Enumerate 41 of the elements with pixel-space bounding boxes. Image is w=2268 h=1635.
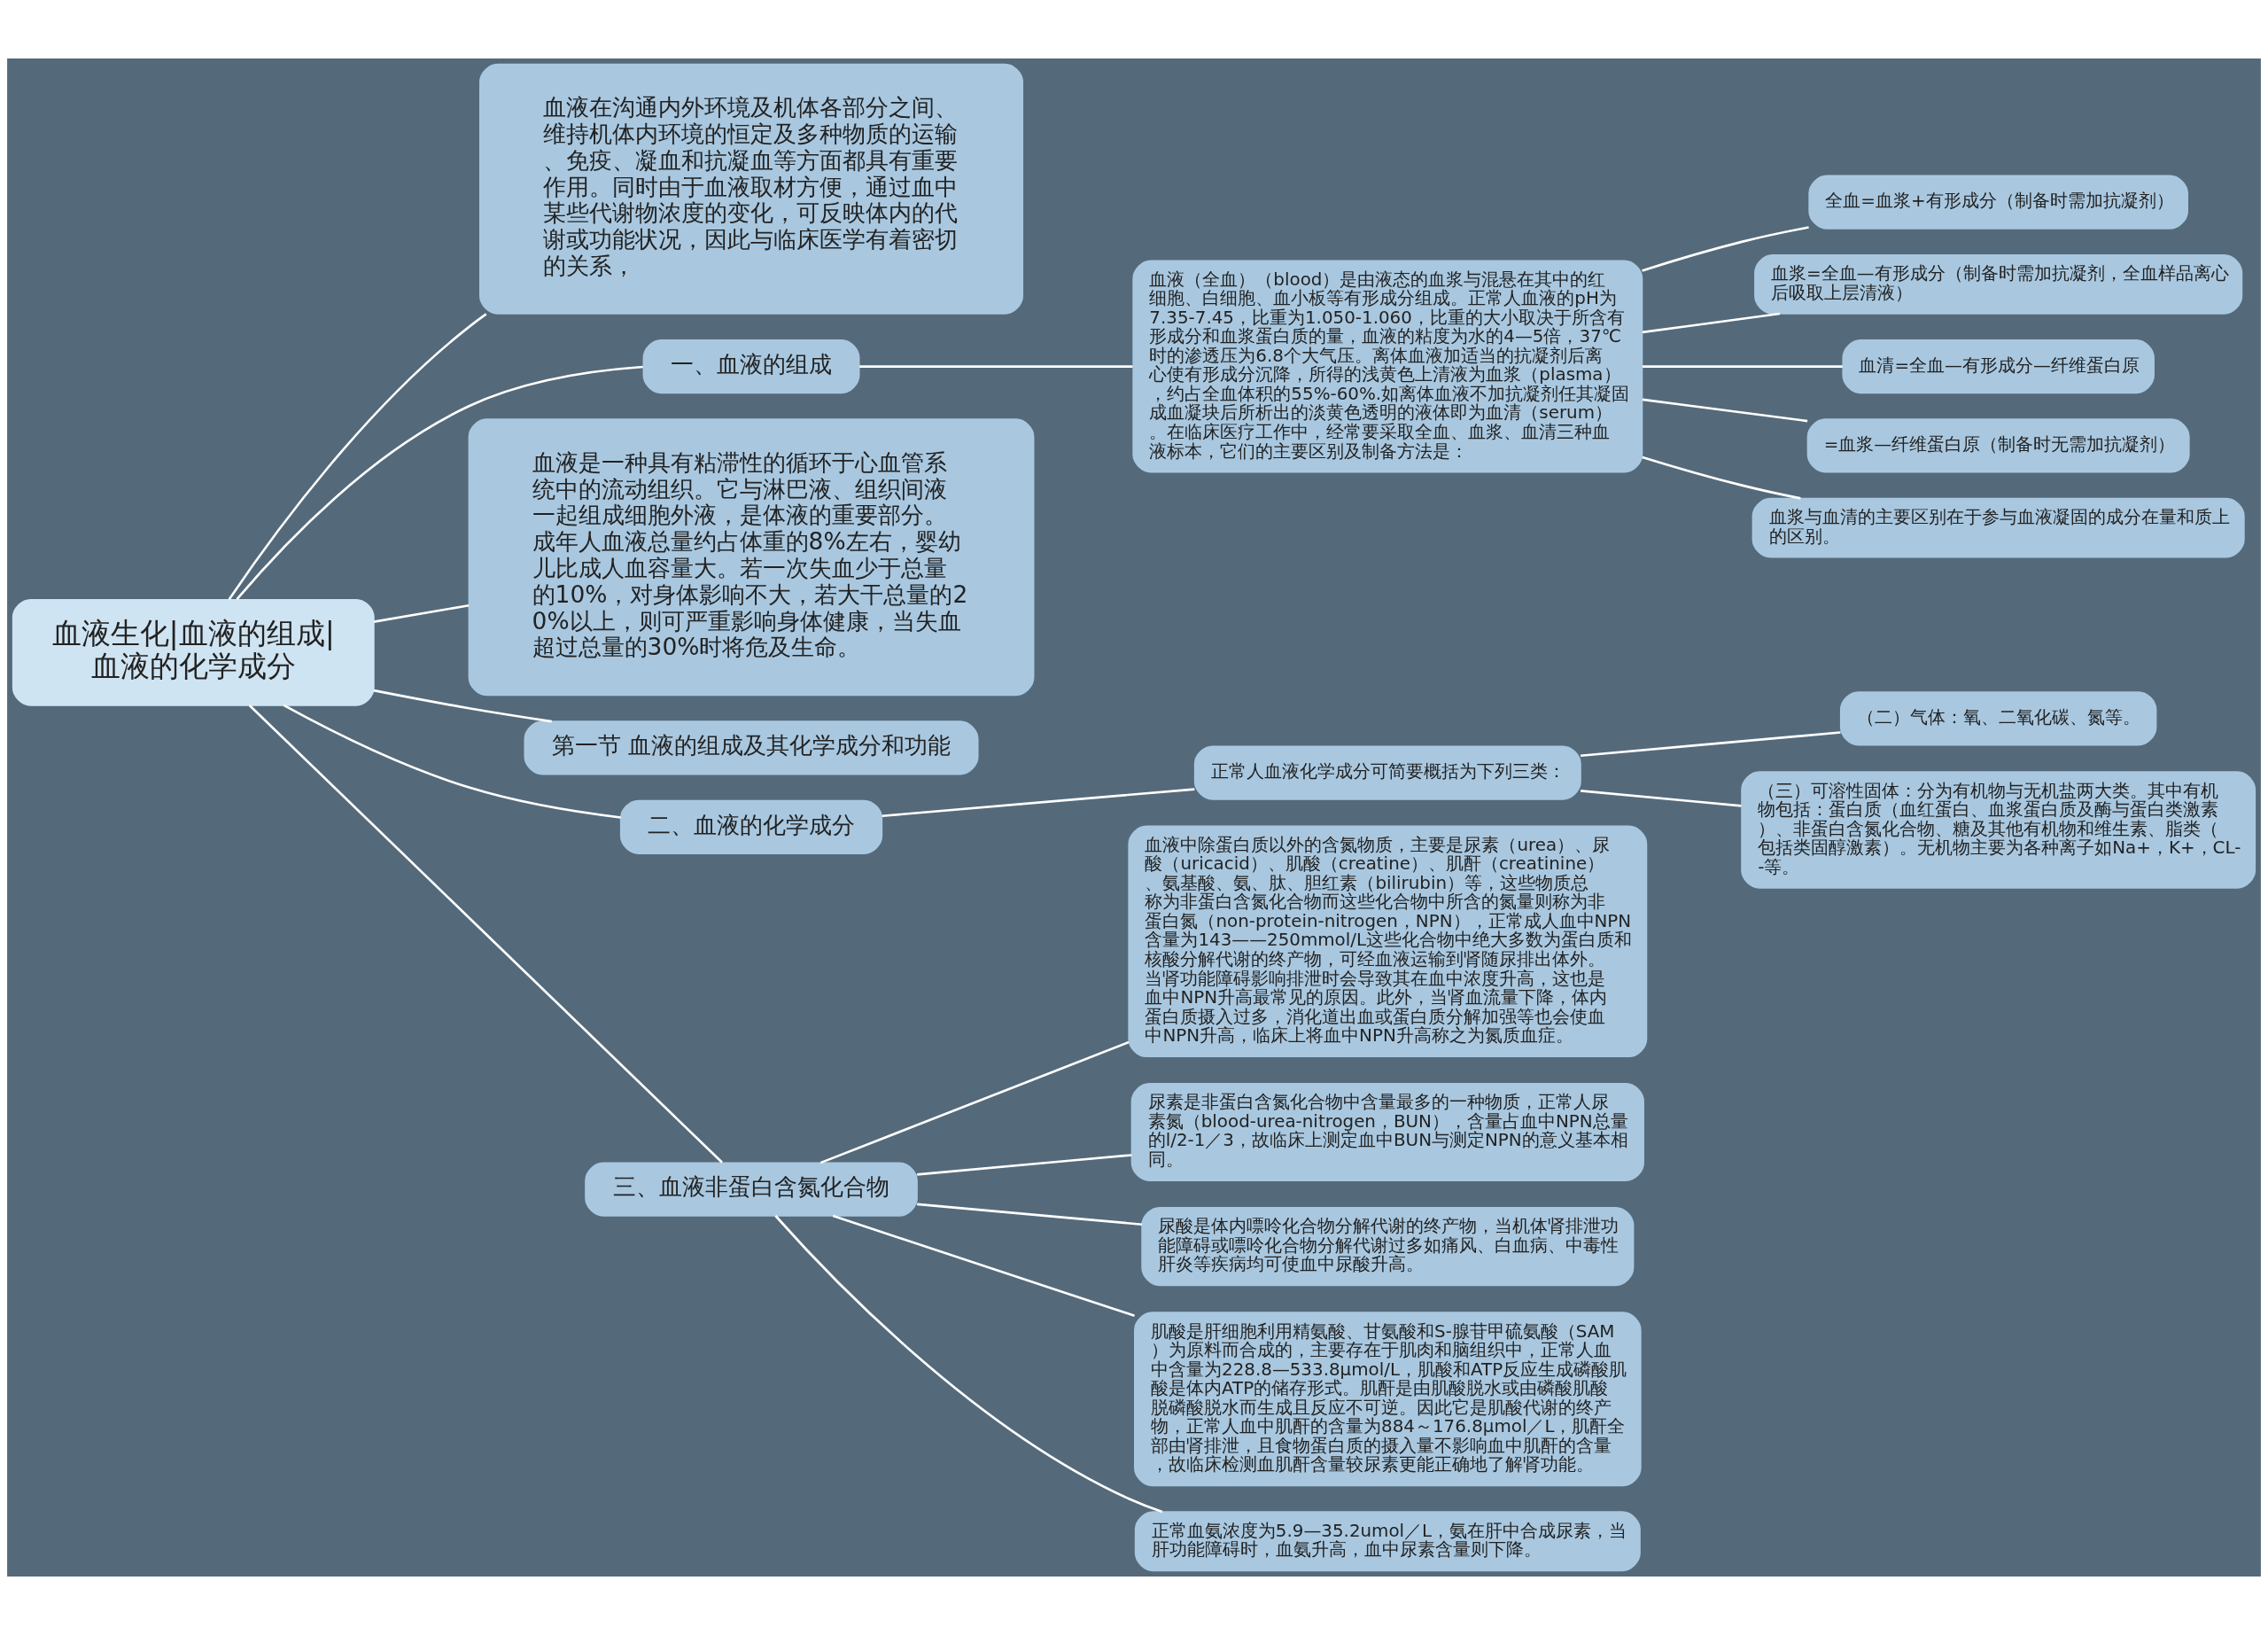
node-box: 血液在沟通内外环境及机体各部分之间、维持机体内环境的恒定及多种物质的运输、免疫、凝血和抗凝血等方面都具有重要作用。同时由于血液取材方便，通过血中某些代谢物浓度的变化，可反映体内的代谢或功能状况，因此与临床医学有着密切的关系， — [479, 63, 1024, 315]
connector — [917, 1154, 1132, 1176]
node-box: 尿素是非蛋白含氮化合物中含量最多的一种物质，正常人尿素氮（blood-urea-nitrogen，BUN），含量占血中NPN总量的l/2-1／3，故临床上测定血中BUN与测定NPN的意义基本相同。 — [1130, 1083, 1644, 1181]
node-box: 血液中除蛋白质以外的含氮物质，主要是尿素（urea）、尿酸（uricacid）、肌酸（creatine）、肌酐（creatinine）、氨基酸、氨、肽、胆红素（bilirubin）等，这些物质总称为非蛋白含氮化合物而这些化合物中所含的氮量则称为非蛋白氮（non-protein-nitrogen，NPN），正常成人血中NPN含量为143——250mmol/L这些化合物中绝大多数为蛋白质和核酸分解代谢的终产物，可经血液运输到肾随尿排出体外。当肾功能障碍影响排泄时会导致其在血中浓度升高，这也是血中NPN升高最常见的原因。此外，当肾血流量下降，体内蛋白质摄入过多，消化道出血或蛋白质分解加强等也会使血中NPN升高，临床上将血中NPN升高称之为氮质血症。 — [1128, 825, 1648, 1058]
node-box: 血清=全血—有形成分—纤维蛋白原 — [1842, 339, 2155, 394]
node-box: 尿酸是体内嘌呤化合物分解代谢的终产物，当机体肾排泄功能障碍或嘌呤化合物分解代谢过多如痛风、白血病、中毒性肝炎等疾病均可使血中尿酸升高。 — [1141, 1206, 1635, 1287]
connector — [373, 689, 552, 723]
connector — [248, 705, 723, 1164]
node-box: 三、血液非蛋白含氮化合物 — [585, 1162, 918, 1217]
node-box: 正常人血液化学成分可简要概括为下列三类： — [1193, 745, 1581, 800]
node-box: 二、血液的化学成分 — [619, 799, 883, 854]
node-box: 一、血液的组成 — [642, 339, 860, 394]
connector — [1642, 398, 1808, 423]
node-box: 血液是一种具有粘滞性的循环于心血管系统中的流动组织。它与淋巴液、组织间液一起组成细胞外液，是体液的重要部分。成年人血液总量约占体重的8%左右，婴幼儿比成人血容量大。若一次失血少于总量的10%，对身体影响不大，若大干总量的20%以上，则可严重影响身体健康，当失血超过总量的30%时将危及生命。 — [468, 418, 1035, 697]
connector — [832, 1214, 1135, 1317]
connector — [373, 603, 470, 623]
node-box: （二）气体：氧、二氧化碳、氮等。 — [1839, 691, 2157, 746]
node-box: 血浆=全血—有形成分（制备时需加抗凝剂，全血样品离心后吸取上层清液） — [1754, 253, 2243, 315]
connector — [819, 1040, 1130, 1164]
node-box: =血浆—纤维蛋白原（制备时无需加抗凝剂） — [1806, 418, 2190, 473]
connector — [1642, 455, 1801, 500]
connector — [774, 1215, 1163, 1514]
node-box: 全血=血浆+有形成分（制备时需加抗凝剂） — [1808, 175, 2188, 230]
connector — [1580, 790, 1742, 807]
node-box: 第一节 血液的组成及其化学成分和功能 — [524, 720, 979, 775]
connector — [283, 704, 621, 819]
connector — [882, 788, 1195, 818]
connector — [1581, 731, 1841, 758]
connector — [1642, 226, 1809, 272]
connector — [228, 313, 487, 600]
connector — [917, 1203, 1143, 1226]
node-box: 正常血氨浓度为5.9—35.2umol／L，氨在肝中合成尿素，当肝功能障碍时，血氨升高，血中尿素含量则下降。 — [1134, 1511, 1641, 1572]
node-box: 血液（全血）（blood）是由液态的血浆与混悬在其中的红细胞、白细胞、血小板等有形成分组成。正常人血液的pH为7.35-7.45，比重为1.050-1.060，比重的大小取决于所含有形成分和血浆蛋白质的量，血液的粘度为水的4—5倍，37℃时的渗透压为6.8个大气压。离体血液加适当的抗凝剂后离心使有形成分沉降，所得的浅黄色上清液为血浆（plasma），约占全血体积的55%-60%.如离体血液不加抗凝剂任其凝固成血凝块后所析出的淡黄色透明的液体即为血清（serum）。在临床医疗工作中，经常要采取全血、血浆、血清三种血液标本，它们的主要区别及制备方法是： — [1132, 260, 1643, 473]
connector — [236, 365, 643, 600]
connector — [1642, 365, 1843, 368]
node-box: （三）可溶性固体：分为有机物与无机盐两大类。其中有机物包括：蛋白质（血红蛋白、血浆蛋白质及酶与蛋白类激素）、非蛋白含氮化合物、糖及其他有机物和维生素、脂类（包括类固醇激素）。无机物主要为各种离子如Na+，K+，CL--等。 — [1741, 771, 2256, 889]
connector — [1642, 312, 1780, 334]
node-box: 血浆与血清的主要区别在于参与血液凝固的成分在量和质上的区别。 — [1751, 497, 2245, 558]
node-box: 血液生化|血液的组成|血液的化学成分 — [12, 598, 375, 706]
node-box: 肌酸是肝细胞利用精氨酸、甘氨酸和S-腺苷甲硫氨酸（SAM）为原料而合成的，主要存在于肌肉和脑组织中，正常人血中含量为228.8—533.8μmol/L，肌酸和ATP反应生成磷酸肌酸是体内ATP的储存形式。肌酐是由肌酸脱水或由磷酸肌酸脱磷酸脱水而生成且反应不可逆。因此它是肌酸代谢的终产物，正常人血中肌酐的含量为884～176.8μmol／L，肌酐全部由肾排泄，且食物蛋白质的摄入量不影响血中肌酐的含量，故临床检测血肌酐含量较尿素更能正确地了解肾功能。 — [1134, 1312, 1642, 1487]
connector — [859, 365, 1133, 368]
